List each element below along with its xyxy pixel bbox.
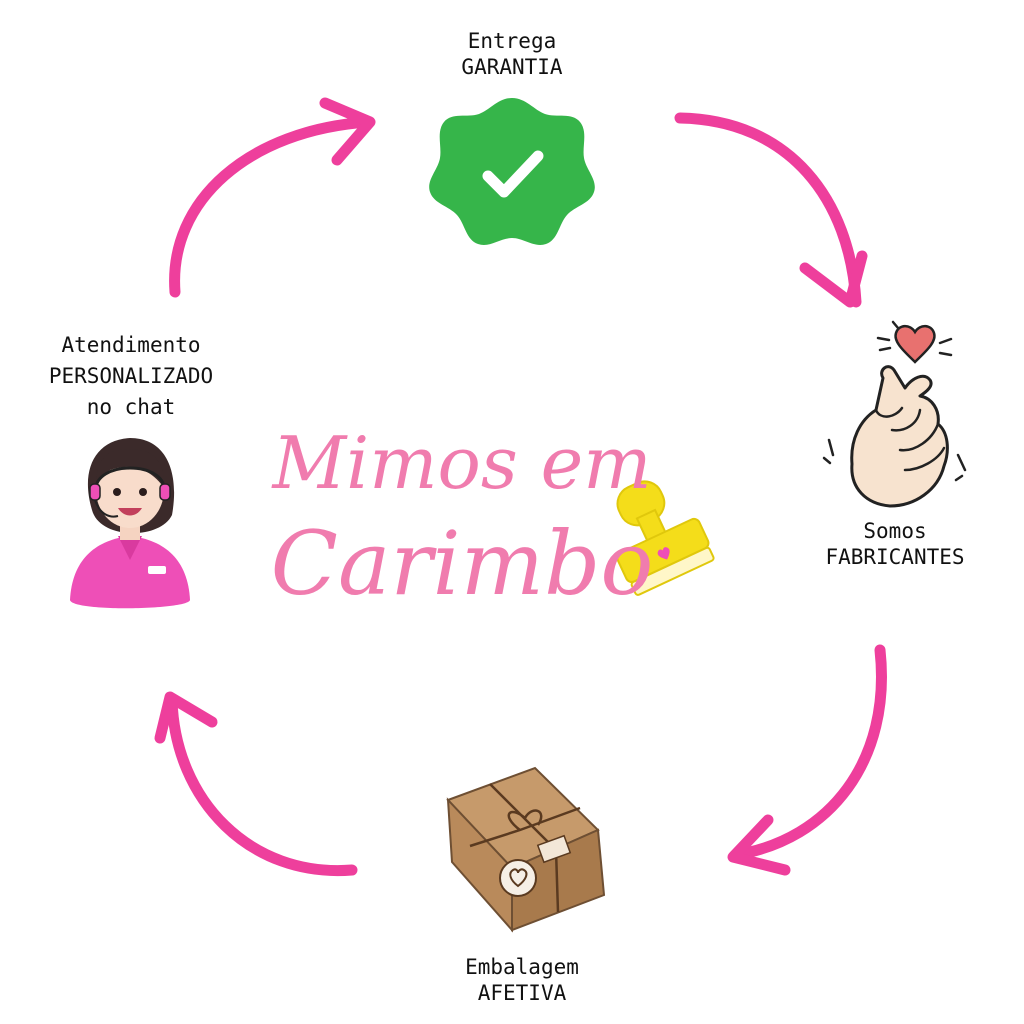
finger-heart-icon — [822, 320, 967, 508]
arrow-left-to-top — [169, 116, 374, 298]
step-right-line1: Somos — [863, 519, 927, 543]
step-top-line2: GARANTIA — [461, 55, 563, 79]
gift-box-icon — [446, 766, 606, 933]
logo: Mimos em Carimbo — [270, 421, 653, 615]
step-bottom-line2: AFETIVA — [477, 981, 567, 1005]
arrow-top-to-right-head — [799, 250, 868, 308]
arrow-right-to-bottom-head — [727, 814, 791, 876]
step-left-line1: Atendimento — [61, 333, 201, 357]
step-left-line2: PERSONALIZADO — [48, 364, 214, 388]
cycle-arrows — [154, 97, 887, 877]
check-badge-icon — [429, 98, 595, 245]
arrow-top-to-right — [674, 112, 862, 308]
step-label-bottom: Embalagem AFETIVA — [412, 954, 632, 1006]
step-top-line1: Entrega — [467, 29, 557, 53]
step-left-line3: no chat — [86, 395, 176, 419]
step-label-right: Somos FABRICANTES — [790, 518, 1000, 570]
step-right-line2: FABRICANTES — [825, 545, 965, 569]
support-agent-icon — [70, 438, 190, 609]
logo-line-1: Mimos em — [270, 421, 651, 505]
step-label-left: Atendimento PERSONALIZADO no chat — [6, 330, 256, 423]
arrow-bottom-to-left — [166, 694, 358, 877]
step-bottom-line1: Embalagem — [465, 955, 579, 979]
arrow-right-to-bottom — [729, 644, 887, 861]
arrow-bottom-to-left-head — [154, 691, 218, 744]
logo-line-2: Carimbo — [271, 512, 654, 615]
arrow-left-to-top-head — [319, 97, 376, 166]
step-label-top: Entrega GARANTIA — [412, 28, 612, 80]
stamp-icon — [616, 480, 715, 596]
